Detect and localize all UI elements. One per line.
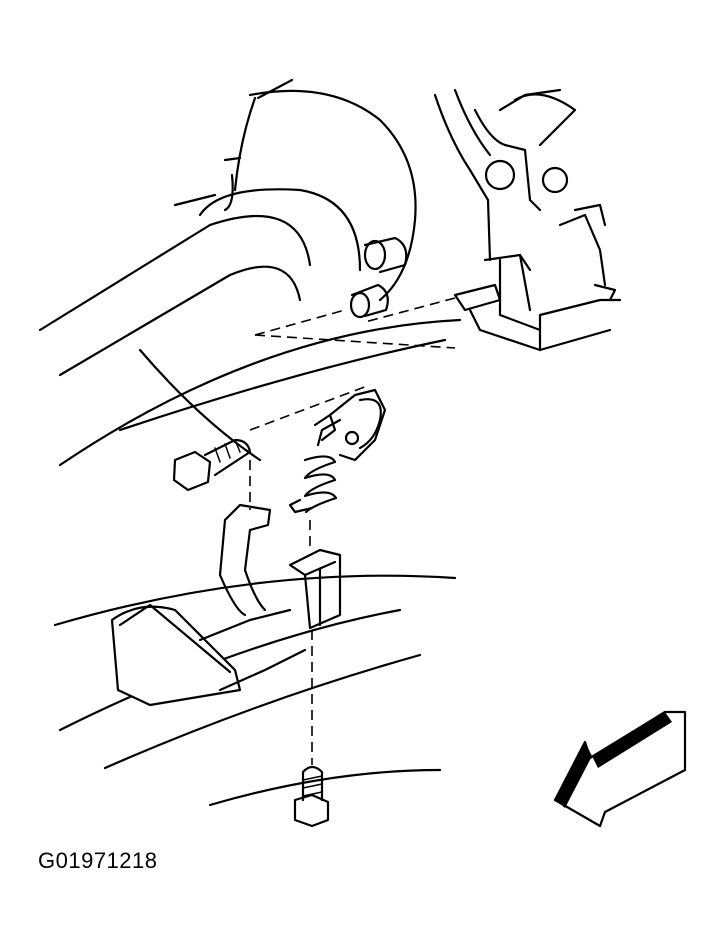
steering-wheel-hub [223,78,417,319]
steering-column [38,173,362,377]
brake-pedal-bracket [433,88,622,352]
dash-panel-outline [53,318,462,807]
return-spring [288,418,342,514]
pedal-pad [110,603,307,707]
pedal-pushrod-clip [313,388,387,462]
pivot-bolt [172,438,252,492]
mounting-bolt [293,765,330,828]
figure-id-label: G01971218 [38,848,158,873]
assembly-guide-lines [249,297,456,765]
forward-direction-arrow [553,710,687,828]
brake-pedal-arm [218,503,342,630]
